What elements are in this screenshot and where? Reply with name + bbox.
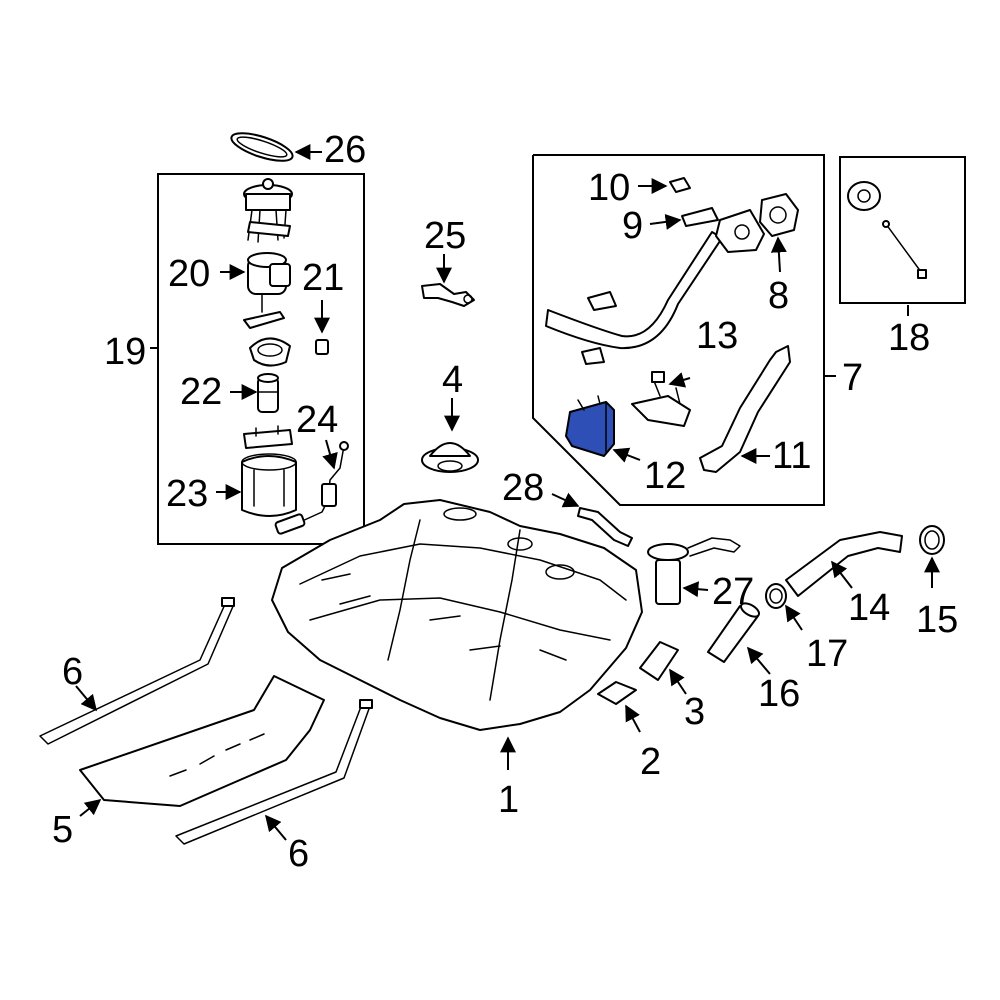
callout-22: 22 xyxy=(180,371,222,413)
callout-27: 27 xyxy=(712,571,754,613)
callout-26: 26 xyxy=(324,129,366,171)
part-14-hose[interactable] xyxy=(785,531,903,597)
callout-20: 20 xyxy=(168,253,210,295)
part-2-pad[interactable] xyxy=(597,681,637,705)
part-20-fuel-filter[interactable] xyxy=(243,252,291,329)
leader-9 xyxy=(649,213,682,230)
callout-25: 25 xyxy=(424,215,466,257)
part-5-shield[interactable] xyxy=(79,675,325,807)
callout-1: 1 xyxy=(498,779,519,821)
part-21-clip[interactable] xyxy=(315,339,329,355)
part-3-pad[interactable] xyxy=(639,641,679,681)
group-box-18 xyxy=(839,156,966,304)
part-10-clip[interactable] xyxy=(669,177,691,193)
leader-13 xyxy=(668,372,691,388)
callout-10: 10 xyxy=(588,167,630,209)
part-25-connector[interactable] xyxy=(421,283,475,307)
leader-5 xyxy=(79,799,102,817)
group-box-19 xyxy=(157,173,365,545)
part-19-pump-holder[interactable] xyxy=(243,425,293,449)
part-4-cap[interactable] xyxy=(421,442,479,473)
callout-3: 3 xyxy=(684,691,705,733)
callout-5: 5 xyxy=(52,809,73,851)
part-7-filler-neck[interactable] xyxy=(545,209,765,365)
part-8-gasket[interactable] xyxy=(759,193,799,237)
part-16-pipe[interactable] xyxy=(707,601,761,663)
leader-16 xyxy=(746,646,771,675)
group-box-7 xyxy=(532,154,825,506)
callout-21: 21 xyxy=(302,257,344,299)
part-6-strap-lower[interactable] xyxy=(175,699,373,845)
part-23-reservoir[interactable] xyxy=(241,453,297,517)
leader-8 xyxy=(770,236,787,273)
part-1-fuel-tank[interactable] xyxy=(271,499,643,731)
part-19-retainer[interactable] xyxy=(249,337,291,367)
callout-8: 8 xyxy=(768,275,789,317)
callout-23: 23 xyxy=(166,473,208,515)
part-15-clamp[interactable] xyxy=(919,525,945,555)
part-11-hose[interactable] xyxy=(699,345,791,473)
leader-24 xyxy=(322,439,338,470)
part-13-bracket[interactable] xyxy=(631,371,691,427)
part-19-pump-module-top[interactable] xyxy=(243,178,293,243)
leader-14 xyxy=(831,560,853,589)
callout-11: 11 xyxy=(772,435,811,477)
callout-2: 2 xyxy=(640,741,661,783)
part-6-strap-upper[interactable] xyxy=(39,597,235,745)
part-17-clamp[interactable] xyxy=(765,583,787,609)
callout-17: 17 xyxy=(806,633,848,675)
callout-14: 14 xyxy=(848,587,890,629)
part-27-sender[interactable] xyxy=(647,537,741,605)
callout-16: 16 xyxy=(758,673,800,715)
callout-6-upper: 6 xyxy=(62,651,83,693)
leader-6a xyxy=(75,685,98,712)
part-18-cap-and-tether[interactable] xyxy=(847,181,927,279)
leader-27 xyxy=(682,581,709,598)
part-12-highlighted-part[interactable] xyxy=(565,395,615,457)
part-22-fuel-pump[interactable] xyxy=(257,373,279,413)
leader-3 xyxy=(669,668,687,695)
part-28-connector[interactable] xyxy=(577,507,633,547)
callout-19: 19 xyxy=(104,331,146,373)
callout-18: 18 xyxy=(888,317,930,359)
part-24-level-sensor[interactable] xyxy=(274,441,349,535)
callout-6-lower: 6 xyxy=(288,833,309,875)
callout-7: 7 xyxy=(842,357,863,399)
callout-24: 24 xyxy=(296,399,338,441)
leader-6b xyxy=(264,814,287,841)
leader-17 xyxy=(785,604,803,631)
callout-15: 15 xyxy=(916,599,958,641)
callout-9: 9 xyxy=(622,205,643,247)
leader-12 xyxy=(612,447,641,463)
part-26-gasket[interactable] xyxy=(228,128,295,167)
leader-28 xyxy=(551,492,580,508)
part-9-bracket[interactable] xyxy=(681,207,719,227)
callout-13: 13 xyxy=(696,315,738,357)
callout-28: 28 xyxy=(502,467,544,509)
callout-12: 12 xyxy=(644,455,686,497)
callout-4: 4 xyxy=(442,359,463,401)
leader-2 xyxy=(625,704,641,733)
